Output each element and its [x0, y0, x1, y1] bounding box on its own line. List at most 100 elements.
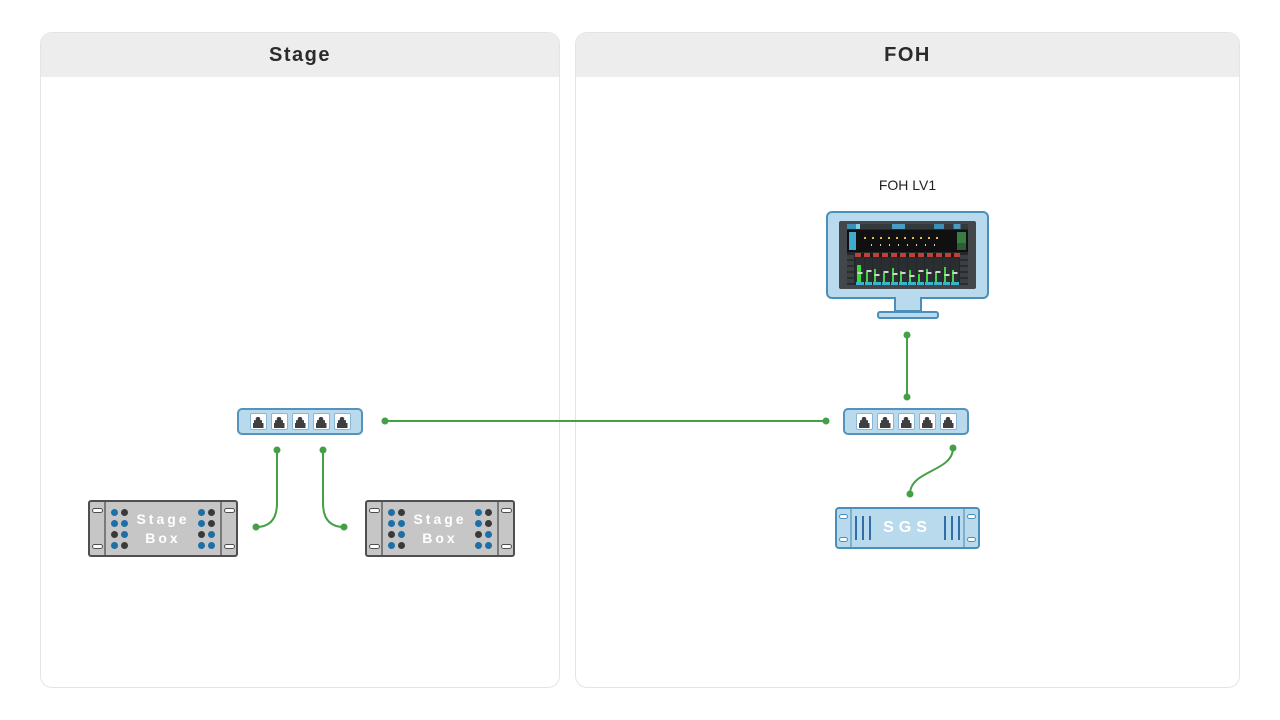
ethernet-port-icon	[249, 413, 267, 430]
connector-dots-left	[388, 508, 405, 549]
monitor-stand-base	[877, 311, 939, 319]
mixer-channel-strip	[925, 258, 934, 285]
connector-dot	[398, 508, 405, 516]
connector-dots-right	[198, 508, 215, 549]
rack-screw-hole	[368, 508, 380, 513]
ethernet-port-icon	[918, 413, 936, 430]
mixer-channel-strip	[951, 258, 960, 285]
connector-dot	[388, 530, 395, 538]
stagebox-label: Stage Box	[136, 511, 190, 546]
mixer-channel-strip	[882, 258, 890, 285]
monitor-stand-neck	[894, 297, 922, 312]
rack-screw-hole	[368, 544, 380, 549]
stage-panel: Stage	[40, 32, 560, 688]
stagebox-1: Stage Box	[88, 500, 238, 557]
mixer-left-column	[847, 255, 854, 285]
vent-slots-icon	[855, 516, 872, 540]
computer-screen	[839, 221, 976, 289]
mixer-channel-strip	[934, 258, 942, 285]
connector-dot	[208, 530, 215, 538]
connector-dot	[111, 530, 118, 538]
mixer-channel-strip	[873, 258, 882, 285]
rack-screw-hole	[839, 514, 848, 519]
rj45-plug-icon	[858, 417, 870, 428]
connector-dot	[475, 530, 482, 538]
ethernet-port-icon	[270, 413, 288, 430]
connector-dot	[475, 541, 482, 549]
rj45-plug-icon	[252, 417, 264, 428]
ethernet-port-icon	[333, 413, 351, 430]
rack-screw-hole	[223, 544, 235, 549]
rack-ear	[497, 502, 513, 555]
connector-dot	[398, 519, 405, 527]
foh-panel-header: FOH	[576, 33, 1239, 77]
rj45-plug-icon	[273, 417, 285, 428]
connector-dot	[475, 508, 482, 516]
connector-dot	[198, 519, 205, 527]
ethernet-port-icon	[312, 413, 330, 430]
rack-screw-hole	[91, 508, 103, 513]
connector-dot	[121, 508, 128, 516]
rack-ear	[837, 509, 852, 547]
stagebox-2: Stage Box	[365, 500, 515, 557]
connector-dot	[475, 519, 482, 527]
connector-dot	[485, 519, 492, 527]
rack-ear	[220, 502, 236, 555]
connector-dot	[111, 519, 118, 527]
rack-ear	[367, 502, 383, 555]
rack-ear	[963, 509, 978, 547]
rack-screw-hole	[500, 508, 512, 513]
rack-screw-hole	[500, 544, 512, 549]
mixer-channel-strip	[916, 258, 925, 285]
rack-ear	[90, 502, 106, 555]
connector-dot	[388, 519, 395, 527]
rj45-plug-icon	[921, 417, 933, 428]
rj45-plug-icon	[315, 417, 327, 428]
connector-dot	[121, 541, 128, 549]
mixer-right-block	[957, 232, 966, 250]
mixer-channel-strip	[899, 258, 908, 285]
sgs-server: SGS	[835, 507, 980, 549]
connector-dots-right	[475, 508, 492, 549]
rj45-plug-icon	[336, 417, 348, 428]
connector-dot	[198, 530, 205, 538]
connector-dot	[198, 541, 205, 549]
mixer-left-block	[849, 232, 856, 250]
ethernet-port-icon	[876, 413, 894, 430]
mixer-ui	[847, 224, 968, 285]
rack-screw-hole	[223, 508, 235, 513]
connector-dot	[208, 519, 215, 527]
stage-panel-header: Stage	[41, 33, 559, 77]
foh-computer-monitor	[826, 211, 989, 299]
vent-slots-icon	[943, 516, 960, 540]
sgs-label: SGS	[883, 519, 932, 536]
connector-dot	[388, 508, 395, 516]
foh-panel-title: FOH	[884, 43, 931, 66]
ethernet-port-icon	[855, 413, 873, 430]
stage-panel-title: Stage	[269, 43, 331, 66]
mixer-channels	[847, 257, 968, 285]
foh-computer-label: FOH LV1	[878, 177, 937, 193]
connector-dot	[398, 541, 405, 549]
rack-screw-hole	[967, 514, 976, 519]
connector-dots-left	[111, 508, 128, 549]
connector-dot	[485, 508, 492, 516]
connector-dot	[398, 530, 405, 538]
rj45-plug-icon	[900, 417, 912, 428]
connector-dot	[198, 508, 205, 516]
connector-dot	[485, 530, 492, 538]
connector-dot	[485, 541, 492, 549]
connector-dot	[208, 541, 215, 549]
stagebox-label: Stage Box	[413, 511, 467, 546]
ethernet-port-icon	[939, 413, 957, 430]
ethernet-port-icon	[291, 413, 309, 430]
rack-screw-hole	[839, 537, 848, 542]
connector-dot	[121, 530, 128, 538]
rack-screw-hole	[967, 537, 976, 542]
rack-screw-hole	[91, 544, 103, 549]
mixer-channel-strip	[856, 258, 864, 285]
mixer-channel-strip	[890, 258, 899, 285]
connector-dot	[111, 541, 118, 549]
mixer-right-column	[960, 255, 968, 285]
mixer-plugin-racks	[847, 230, 968, 252]
